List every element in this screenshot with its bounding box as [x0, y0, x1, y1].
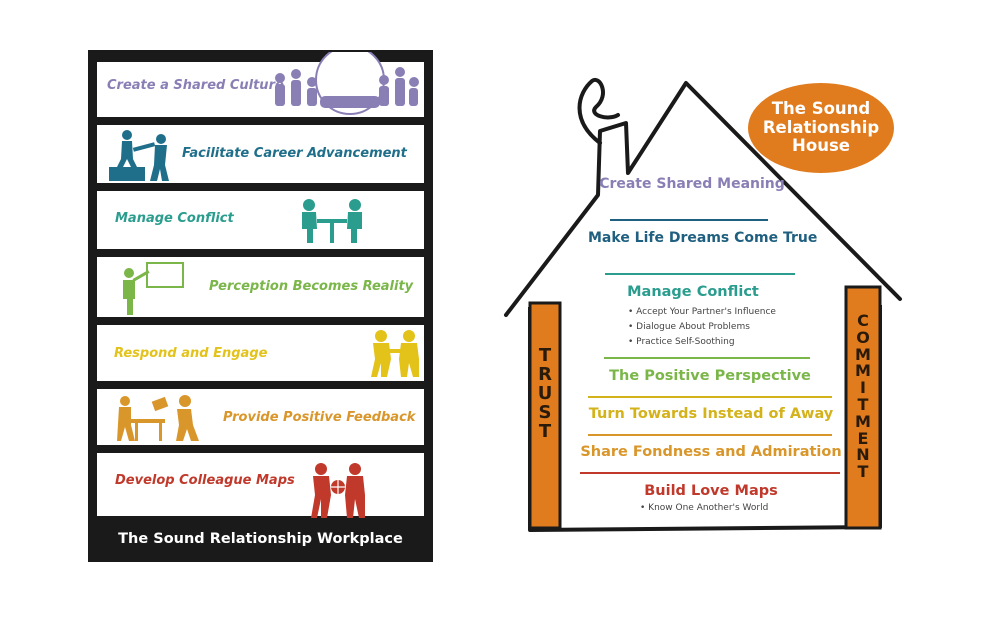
workplace-chart: Create a Shared Culture: [88, 50, 433, 562]
pillar-letter: M: [855, 344, 871, 364]
row-career-advancement: Facilitate Career Advancement: [97, 125, 424, 183]
level-love-maps: Build Love Maps: [644, 483, 778, 499]
pillar-letter: E: [857, 428, 869, 448]
meeting-icon: [302, 199, 362, 243]
row-respond-engage: Respond and Engage: [97, 325, 424, 381]
trust-pillar: [528, 301, 562, 530]
pillar-letter: S: [538, 401, 552, 423]
row-perception: Perception Becomes Reality: [97, 257, 424, 317]
row-label: Create a Shared Culture: [107, 78, 284, 93]
row-colleague-maps: Develop Colleague Maps: [97, 453, 424, 518]
commitment-pillar: [844, 285, 882, 530]
row-label: Provide Positive Feedback: [223, 410, 416, 425]
pillar-letter: O: [856, 327, 870, 347]
level-positive-perspective: The Positive Perspective: [609, 368, 811, 384]
level-divider: [588, 434, 832, 436]
feedback-icon: [117, 395, 199, 441]
pillar-letter: C: [857, 311, 869, 330]
presenter-icon: [123, 262, 184, 315]
pillar-letter: T: [538, 420, 552, 442]
pillar-letter: I: [860, 378, 866, 398]
level-fondness: Share Fondness and Admiration: [580, 444, 842, 460]
row-label: Develop Colleague Maps: [115, 473, 295, 488]
pillar-letter: T: [857, 462, 869, 482]
row-label: Facilitate Career Advancement: [182, 146, 407, 161]
workplace-title: The Sound Relationship Workplace: [118, 531, 403, 547]
level-life-dreams: Make Life Dreams Come True: [588, 230, 818, 246]
row-shared-culture: Create a Shared Culture: [97, 52, 424, 117]
level-manage-conflict: Manage Conflict: [627, 284, 759, 300]
level-shared-meaning: Create Shared Meaning: [599, 176, 785, 192]
house-title: The Sound Relationship House: [762, 98, 880, 156]
pillar-letter: T: [538, 345, 552, 366]
house-badge: The Sound Relationship House: [748, 83, 894, 173]
sub-item: • Practice Self-Soothing: [628, 337, 735, 347]
handshake-icon: [371, 330, 419, 377]
row-label: Perception Becomes Reality: [209, 279, 414, 294]
sub-item: • Know One Another's World: [640, 503, 769, 513]
level-divider: [610, 219, 768, 221]
level-divider: [604, 357, 810, 359]
row-label: Manage Conflict: [115, 211, 234, 226]
level-turn-towards: Turn Towards Instead of Away: [588, 406, 834, 422]
row-manage-conflict: Manage Conflict: [97, 191, 424, 249]
row-label: Respond and Engage: [114, 346, 268, 361]
sub-item: • Dialogue About Problems: [628, 322, 750, 332]
sub-item: • Accept Your Partner's Influence: [628, 307, 776, 317]
pillar-letter: M: [855, 361, 871, 381]
helping-up-icon: [109, 130, 169, 181]
group-icon: [275, 52, 419, 115]
level-divider: [588, 396, 832, 398]
row-positive-feedback: Provide Positive Feedback: [97, 389, 424, 445]
level-divider: [580, 472, 840, 474]
globe-handshake-icon: [311, 463, 365, 518]
pillar-letter: N: [856, 445, 870, 465]
pillar-letter: U: [537, 382, 553, 404]
pillar-letter: M: [855, 411, 871, 431]
pillar-letter: R: [538, 363, 552, 385]
level-divider: [605, 273, 795, 275]
house-outline: [504, 77, 902, 532]
pillar-letter: T: [857, 394, 869, 414]
